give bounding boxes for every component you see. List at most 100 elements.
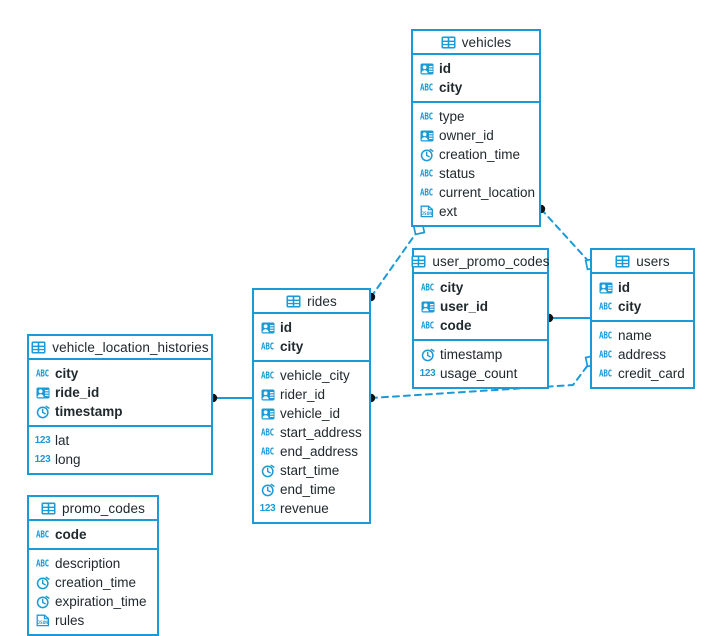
column-row[interactable]: ABC status [413, 164, 539, 183]
column-name: city [280, 338, 304, 354]
relationship-vehicle-location-histories-to-rides[interactable] [208, 393, 253, 403]
uuid-icon [419, 129, 434, 143]
column-name: ext [439, 203, 458, 219]
column-row[interactable]: timestamp [414, 345, 547, 364]
column-row[interactable]: user_id [414, 297, 547, 316]
column-row[interactable]: ABC city [414, 278, 547, 297]
123-icon: 123 [34, 434, 51, 446]
entity-header-vehicles[interactable]: vehicles [413, 31, 539, 55]
column-row[interactable]: id [592, 278, 693, 297]
column-name: city [618, 298, 642, 314]
column-row[interactable]: 123 usage_count [414, 364, 547, 383]
column-name: start_time [280, 462, 340, 478]
table-icon [31, 340, 46, 354]
json-icon: JSON [35, 614, 50, 628]
abc-icon: ABC [36, 557, 49, 569]
svg-text:JSON: JSON [37, 620, 48, 626]
column-row[interactable]: 123 lat [29, 431, 211, 450]
column-name: name [618, 327, 652, 343]
column-row[interactable]: creation_time [413, 145, 539, 164]
column-row[interactable]: ABC type [413, 107, 539, 126]
column-row[interactable]: creation_time [29, 573, 157, 592]
column-name: long [55, 451, 81, 467]
abc-icon: ABC [36, 367, 49, 379]
entity-header-user_promo_codes[interactable]: user_promo_codes [411, 250, 549, 274]
entity-name: vehicles [461, 34, 512, 50]
column-name: user_id [440, 298, 489, 314]
uuid-icon [35, 386, 50, 400]
column-name: city [439, 79, 463, 95]
column-name: city [55, 365, 79, 381]
column-row[interactable]: id [413, 59, 539, 78]
entity-name: users [636, 253, 670, 269]
entity-header-vehicle_location_histories[interactable]: vehicle_location_histories [29, 336, 211, 360]
column-name: end_address [280, 443, 359, 459]
column-row[interactable]: JSON ext [413, 202, 539, 221]
column-row[interactable]: owner_id [413, 126, 539, 145]
column-name: timestamp [440, 346, 503, 362]
uuid-icon [419, 62, 434, 76]
column-row[interactable]: end_time [254, 480, 369, 499]
entity-header-rides[interactable]: rides [254, 290, 369, 314]
table-icon [411, 254, 426, 268]
column-name: type [439, 108, 465, 124]
column-row[interactable]: vehicle_id [254, 404, 369, 423]
column-name: creation_time [55, 574, 137, 590]
column-name: start_address [280, 424, 362, 440]
123-icon: 123 [419, 367, 436, 379]
column-name: expiration_time [55, 593, 147, 609]
abc-icon: ABC [421, 281, 434, 293]
json-icon: JSON [419, 205, 434, 219]
abc-icon: ABC [420, 110, 433, 122]
entity-header-users[interactable]: users [592, 250, 693, 274]
column-row[interactable]: expiration_time [29, 592, 157, 611]
column-row[interactable]: ride_id [29, 383, 211, 402]
entity-name: vehicle_location_histories [52, 339, 209, 355]
column-name: usage_count [440, 365, 518, 381]
relationship-user-promo-codes-to-users[interactable] [544, 313, 591, 323]
column-row[interactable]: timestamp [29, 402, 211, 421]
column-row[interactable]: start_time [254, 461, 369, 480]
column-name: code [55, 526, 87, 542]
clock-icon [260, 464, 275, 478]
column-row[interactable]: id [254, 318, 369, 337]
column-name: city [440, 279, 464, 295]
abc-icon: ABC [421, 319, 434, 331]
abc-icon: ABC [420, 167, 433, 179]
column-row[interactable]: ABC city [29, 364, 211, 383]
column-row[interactable]: rider_id [254, 385, 369, 404]
column-name: id [280, 319, 292, 335]
clock-icon [260, 483, 275, 497]
entity-header-promo_codes[interactable]: promo_codes [29, 497, 157, 521]
column-name: lat [55, 432, 70, 448]
column-name: status [439, 165, 476, 181]
